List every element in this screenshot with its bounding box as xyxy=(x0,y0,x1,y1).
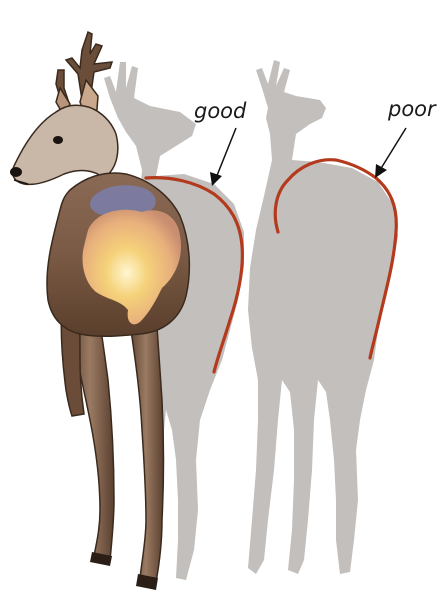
deer-head xyxy=(12,105,117,184)
good-label-group: good xyxy=(194,99,247,186)
good-arrow-shaft xyxy=(216,128,236,178)
deer-hind-leg xyxy=(128,310,164,582)
poor-silhouette xyxy=(248,60,398,574)
poor-label-group: poor xyxy=(375,97,437,178)
deer-eye xyxy=(53,136,63,144)
poor-arrow-shaft xyxy=(380,128,406,170)
poor-label: poor xyxy=(387,97,437,121)
poor-arrowhead xyxy=(375,164,387,178)
deer-nose xyxy=(10,167,22,177)
poor-deer-silhouette xyxy=(248,60,398,574)
good-label: good xyxy=(194,99,247,123)
good-arrowhead xyxy=(210,172,222,186)
